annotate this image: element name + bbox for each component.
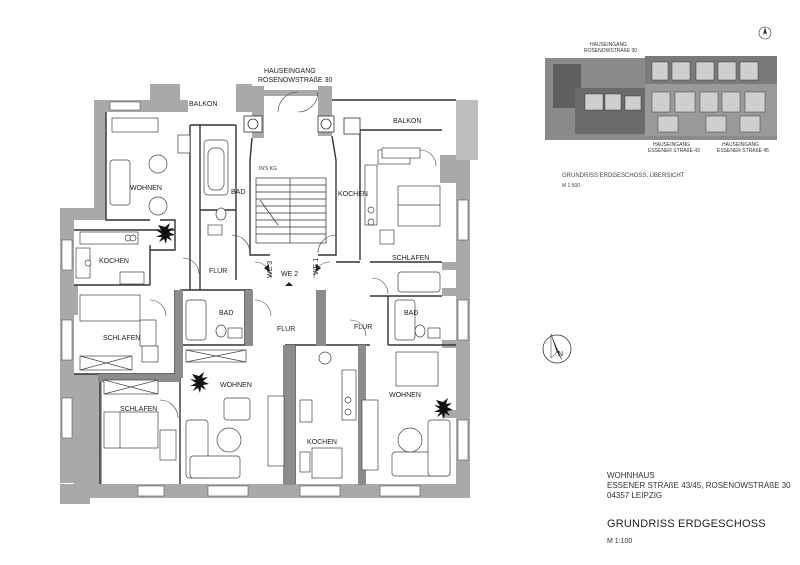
room-flur-left: FLUR: [209, 268, 227, 275]
overview-caption: GRUNDRISS ERDGESCHOSS, ÜBERSICHT: [562, 173, 685, 179]
overview-north-arrow: [758, 26, 772, 40]
label-we2: WE 2: [281, 271, 298, 278]
room-schlafen-left: SCHLAFEN: [103, 335, 140, 342]
overview-entrance-43-2: ESSENER STRAßE 43: [648, 148, 700, 154]
title-line-3: 04357 LEIPZIG: [607, 491, 663, 500]
title-block: WOHNHAUS ESSENER STRAßE 43/45, ROSENOWST…: [607, 471, 791, 501]
room-bad-mid-left: BAD: [219, 310, 233, 317]
room-wohnen-bottom-right: WOHNEN: [389, 392, 421, 399]
room-kochen-left: KOCHEN: [99, 258, 129, 265]
overview-entrance-43-1: HAUSEINGANG: [653, 142, 690, 148]
room-bad-right: BAD: [404, 310, 418, 317]
drawing-scale: M 1:100: [607, 538, 633, 545]
overview-scale: M 1:500: [562, 183, 581, 189]
drawing-heading: GRUNDRISS ERDGESCHOSS: [607, 518, 766, 530]
furniture: [75, 117, 451, 479]
overview-entrance-45-1: HAUSEINGANG: [722, 142, 759, 148]
room-flur-mid: FLUR: [277, 326, 295, 333]
entrance-label-2: ROSENOWSTRAßE 30: [258, 77, 332, 84]
label-we3: WE 3: [267, 261, 274, 278]
room-balkon-left: BALKON: [189, 101, 217, 108]
title-line-1: WOHNHAUS: [607, 471, 655, 480]
sanitary-fixtures: [185, 139, 441, 341]
north-arrow: N: [542, 333, 572, 364]
chimney-vents: [243, 115, 361, 135]
windows: [61, 101, 469, 497]
door-swings: [149, 91, 437, 419]
overview-entrance-45-2: ESSENER STRAßE 45: [717, 148, 769, 154]
room-wohnen-bottom-left: WOHNEN: [220, 382, 252, 389]
room-kochen-top-mid: KOCHEN: [338, 191, 368, 198]
entry-arrows: [264, 264, 321, 286]
room-labels: HAUSEINGANG ROSENOWSTRAßE 30 BALKON BALK…: [99, 68, 429, 446]
title-line-2: ESSENER STRAßE 43/45, ROSENOWSTRAßE 30: [607, 481, 791, 490]
room-schlafen-bottom-left: SCHLAFEN: [120, 406, 157, 413]
room-schlafen-top-right: SCHLAFEN: [392, 255, 429, 262]
staircase: [255, 177, 327, 244]
entrance-label-1: HAUSEINGANG: [264, 68, 316, 75]
room-wohnen-top-left: WOHNEN: [130, 185, 162, 192]
overview-entrance-top-2: ROSENOWSTRAßE 30: [584, 48, 637, 54]
room-kochen-bottom: KOCHEN: [307, 439, 337, 446]
plants: [156, 223, 453, 419]
north-label: N: [558, 351, 563, 358]
room-ins-kg: IN'S KG: [259, 166, 277, 172]
overview-plan: HAUSEINGANG ROSENOWSTRAßE 30 HAUSEINGANG…: [545, 42, 777, 154]
overview-entrance-top-1: HAUSEINGANG: [590, 42, 627, 48]
room-balkon-right: BALKON: [393, 118, 421, 125]
outer-walls: [60, 84, 478, 504]
room-bad-top-left: BAD: [231, 189, 245, 196]
room-flur-right: FLUR: [354, 324, 372, 331]
